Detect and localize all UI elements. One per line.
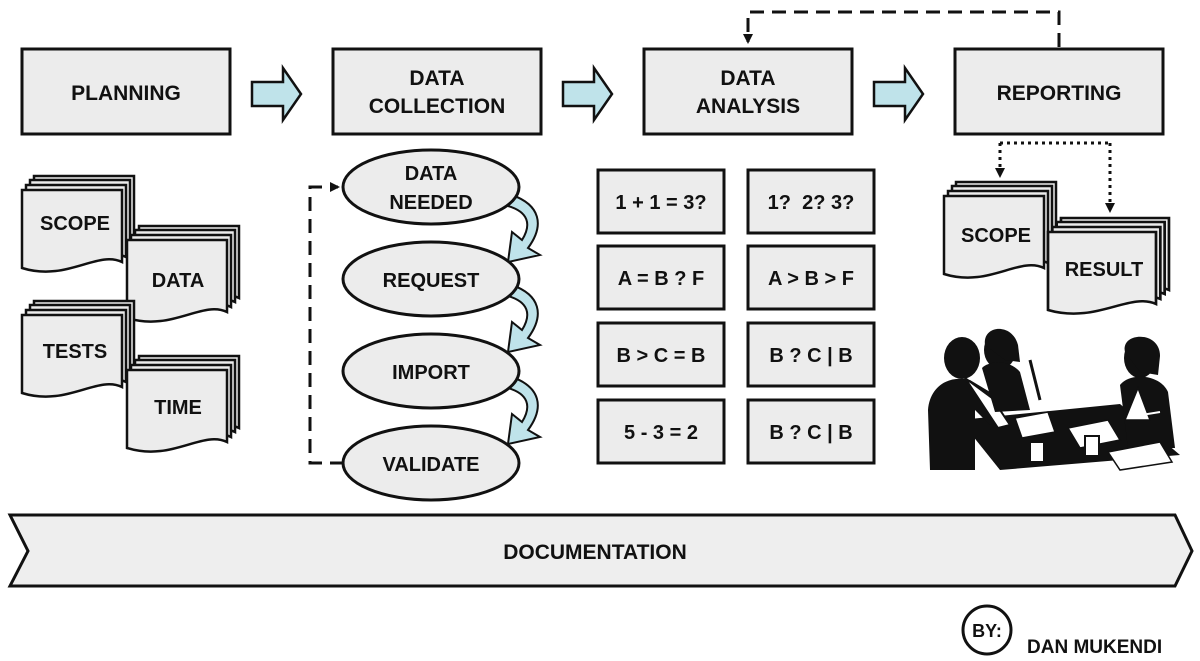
data-collection-stage-box <box>331 47 543 136</box>
reporting-stage-box <box>953 47 1165 136</box>
analysis-cell-3 <box>596 244 726 311</box>
analysis-cell-3-text: A = B ? F <box>618 268 704 290</box>
step-request <box>341 240 521 318</box>
analysis-cell-4 <box>746 244 876 311</box>
flow-arrow-3 <box>872 63 925 125</box>
step-data-needed-line1: DATA <box>405 163 458 185</box>
step-data-needed <box>341 148 521 226</box>
meeting-people-illustration <box>928 328 1180 471</box>
data-analysis-label-line1: DATA <box>720 67 775 90</box>
analysis-cell-2 <box>746 168 876 235</box>
analysis-cell-6 <box>746 321 876 388</box>
step-validate-label: VALIDATE <box>382 454 479 476</box>
step-data-needed-line2: NEEDED <box>389 192 472 214</box>
author-badge <box>961 604 1013 656</box>
analysis-cell-7 <box>596 398 726 465</box>
step-request-label: REQUEST <box>383 270 480 292</box>
analysis-cell-8-text: B ? C | B <box>769 422 852 444</box>
analysis-cell-5 <box>596 321 726 388</box>
flow-arrow-2 <box>561 63 614 125</box>
analysis-cell-8 <box>746 398 876 465</box>
step-validate <box>341 424 521 502</box>
analysis-cell-6-text: B ? C | B <box>769 345 852 367</box>
step-import-label: IMPORT <box>392 362 470 384</box>
analysis-cell-7-text: 5 - 3 = 2 <box>624 422 698 444</box>
step-curved-arrow-1 <box>506 193 543 264</box>
analysis-cell-5-text: B > C = B <box>617 345 706 367</box>
data-collection-label-line1: DATA <box>409 67 464 90</box>
feedback-loop-arrow <box>743 10 1061 47</box>
reporting-stage-label: REPORTING <box>997 82 1122 105</box>
documentation-label: DOCUMENTATION <box>503 541 687 564</box>
author-name: DAN MUKENDI <box>1027 637 1162 658</box>
analysis-cell-1 <box>596 168 726 235</box>
planning-doc-data-label: DATA <box>152 270 205 292</box>
planning-doc-scope-label: SCOPE <box>40 213 110 235</box>
analysis-cell-2-text: 1? 2? 3? <box>768 192 855 214</box>
planning-doc-tests-label: TESTS <box>43 341 107 363</box>
report-doc-result-label: RESULT <box>1065 259 1144 281</box>
report-doc-scope-label: SCOPE <box>961 225 1031 247</box>
data-collection-label-line2: COLLECTION <box>369 95 506 118</box>
author-badge-text: BY: <box>972 621 1002 641</box>
data-analysis-label-line2: ANALYSIS <box>696 95 800 118</box>
step-import <box>341 332 521 410</box>
data-analysis-stage-box <box>642 47 854 136</box>
planning-stage-label: PLANNING <box>71 82 181 105</box>
analysis-cell-1-text: 1 + 1 = 3? <box>615 192 706 214</box>
documentation-banner <box>7 513 1194 588</box>
collection-loop-dashed-line <box>308 182 344 465</box>
flow-arrow-1 <box>250 63 303 125</box>
analysis-cell-4-text: A > B > F <box>768 268 854 290</box>
planning-doc-time-label: TIME <box>154 397 202 419</box>
planning-stage-box <box>20 47 232 136</box>
